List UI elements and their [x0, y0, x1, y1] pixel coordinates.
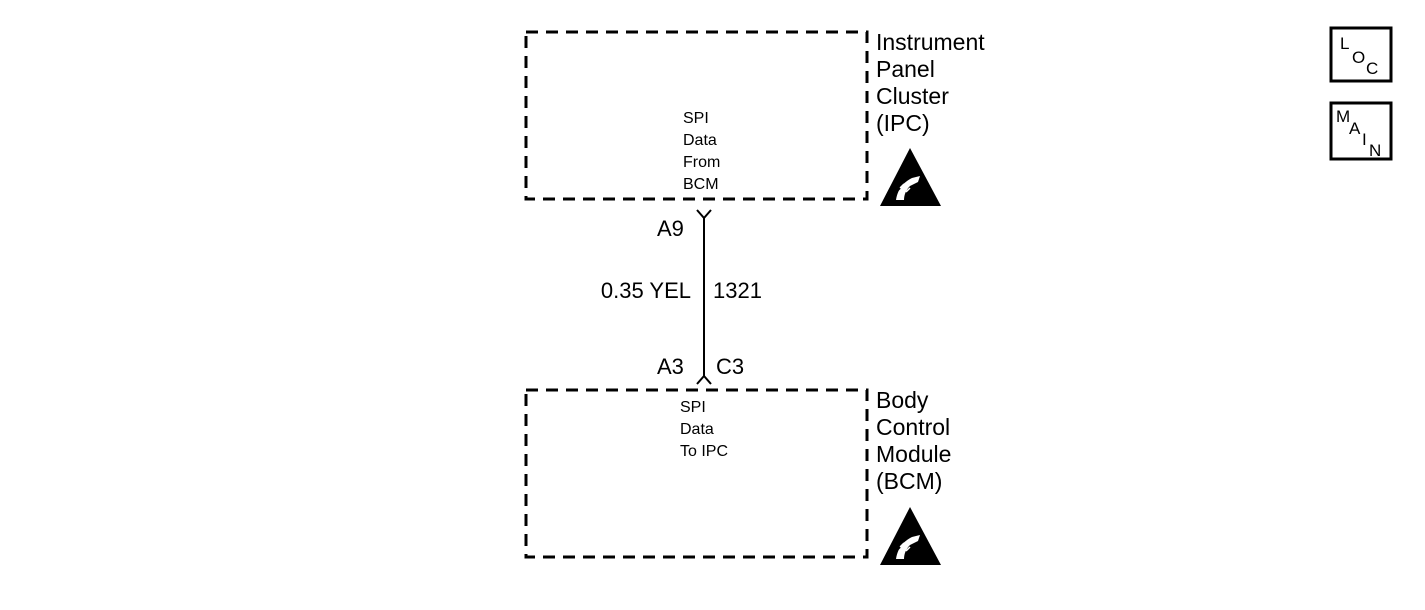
connector-a9: A9 [657, 209, 712, 241]
bcm-name-line: Module [876, 441, 951, 467]
bcm-name-line: Control [876, 414, 950, 440]
loc-letter: C [1366, 59, 1378, 78]
main-letter: N [1369, 141, 1381, 160]
connector-a9-symbol [696, 209, 712, 220]
ipc-signal-line: SPI [683, 110, 709, 127]
connector-a9-pin: A9 [657, 216, 684, 241]
ipc-signal-line: From [683, 154, 720, 171]
loc-letter: L [1340, 34, 1349, 53]
main-letter: M [1336, 107, 1350, 126]
loc-letter: O [1352, 48, 1365, 67]
bcm-name: Body Control Module (BCM) [876, 387, 958, 494]
esd-sensitive-icon [880, 507, 941, 565]
loc-button[interactable]: L O C [1329, 26, 1393, 83]
main-button[interactable]: M A I N [1329, 101, 1393, 161]
ipc-signal-line: BCM [683, 176, 719, 193]
wire-1321: 0.35 YEL 1321 [601, 217, 762, 377]
connector-a3-pin: A3 [657, 354, 684, 379]
ipc-component: Instrument Panel Cluster (IPC) SPI Data … [524, 29, 991, 206]
connector-c3: A3 C3 [657, 354, 744, 385]
esd-sensitive-icon [880, 148, 941, 206]
bcm-box [524, 388, 869, 559]
ipc-signal-line: Data [683, 132, 717, 149]
wire-circuit-number: 1321 [713, 278, 762, 303]
wire-gauge-color: 0.35 YEL [601, 278, 691, 303]
bcm-component: Body Control Module (BCM) SPI Data To IP… [524, 387, 958, 565]
ipc-name-line: Instrument [876, 29, 985, 55]
connector-c3-symbol [696, 374, 712, 385]
main-letter: I [1362, 130, 1367, 149]
ipc-name-line: (IPC) [876, 110, 930, 136]
bcm-signal-line: To IPC [680, 443, 728, 460]
ipc-name-line: Panel [876, 56, 935, 82]
ipc-name: Instrument Panel Cluster (IPC) [876, 29, 991, 136]
bcm-signal-line: Data [680, 421, 714, 438]
bcm-name-line: (BCM) [876, 468, 942, 494]
ipc-name-line: Cluster [876, 83, 949, 109]
bcm-name-line: Body [876, 387, 929, 413]
loc-button-icon [1329, 26, 1393, 83]
bcm-signal-label: SPI Data To IPC [680, 399, 728, 460]
bcm-signal-line: SPI [680, 399, 706, 416]
ipc-box [524, 30, 869, 201]
main-letter: A [1349, 119, 1361, 138]
connector-c3-id: C3 [716, 354, 744, 379]
ipc-signal-label: SPI Data From BCM [683, 110, 725, 193]
main-button-icon [1329, 101, 1393, 161]
